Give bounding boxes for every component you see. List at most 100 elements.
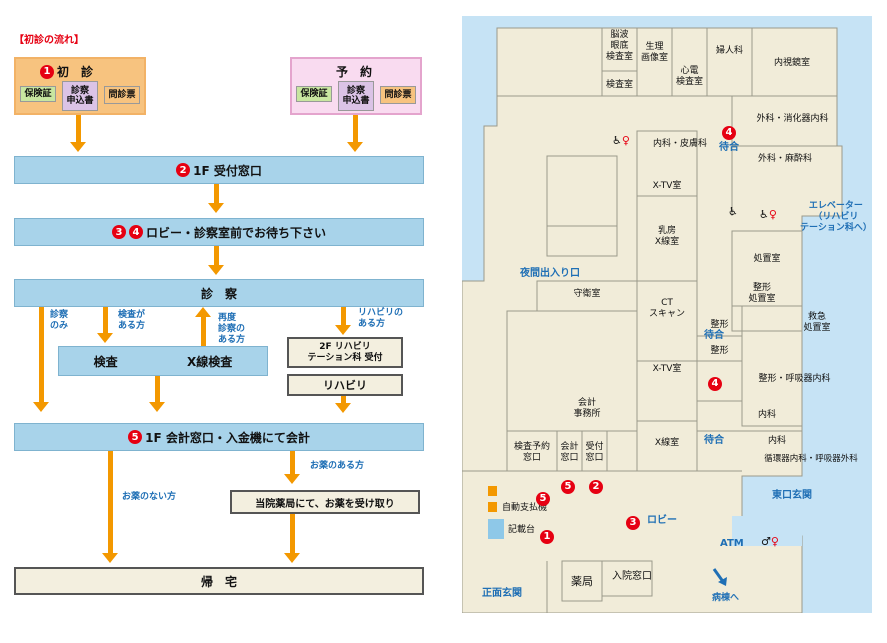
rehab-box: リハビリ [287,374,403,396]
flow-chart: 【初診の流れ】 1 初 診 保険証 診察 申込書 問診票 予 約 保険証 診察 … [0,0,440,643]
arrow-down-icon [347,142,363,152]
main-entrance-label: 正面玄関 [482,588,522,599]
test-label: 検査 [93,354,118,369]
doc-application-form: 診察 申込書 [62,81,98,111]
restroom-icon: ♿♀ [759,208,777,221]
wheelchair-icon: ♿ [728,205,738,218]
test-box: 検査 X線検査 [58,346,268,376]
branch-with-test: 検査が ある方 [118,310,146,331]
home-bar: 帰 宅 [14,567,424,595]
room-emergency: 救急 処置室 [803,312,831,333]
room-internal1: 内科 [757,410,776,420]
reservation-box: 予 約 保険証 診察 申込書 問診票 [290,57,422,115]
map-number-4b: 4 [708,376,722,391]
restroom-icon: ♿♀ [612,134,630,147]
room-surgery-anes: 外科・麻酔科 [757,154,812,164]
room-exam: 検査室 [605,80,633,90]
waiting-area-3: 待合 [704,435,724,446]
room-exam-reservation: 検査予約 窓口 [513,442,550,463]
arrow-down-icon [284,474,300,484]
room-cardio-resp: 循環器内科・呼吸器外科 [764,454,858,464]
arrow-down-icon [208,265,224,275]
room-internal2: 内科 [767,436,786,446]
step-number-5: 5 [128,430,143,444]
arrow-up-icon [195,307,211,317]
map-number-2: 2 [589,479,603,494]
room-gyn: 婦人科 [715,46,743,56]
room-reception: 受付 窓口 [585,442,604,463]
arrow-down-icon [208,203,224,213]
first-visit-label: 初 診 [57,65,94,79]
arrow-down-icon [70,142,86,152]
room-accounting: 会計 事務所 [573,398,601,419]
arrow-down-icon [102,553,118,563]
room-physio: 生理 画像室 [640,42,668,63]
room-ortho-treat: 整形 処置室 [748,283,776,304]
room-brainwave: 脳波 眼底 検査室 [605,30,633,62]
step-number-1: 1 [40,64,54,79]
arrow-down-icon [335,325,351,335]
room-surgery-gi: 外科・消化器内科 [756,114,829,124]
with-medicine-label: お薬のある方 [310,461,365,471]
step-number-4: 4 [128,225,143,239]
map-number-1: 1 [540,529,554,544]
branch-reexam: 再度 診察の ある方 [218,313,246,345]
elevator-label: エレベーター （リハビリ テーション科へ） [800,201,872,233]
room-endoscope: 内視鏡室 [773,58,810,68]
step2-label: 1F 受付窓口 [193,163,262,178]
room-xtv2: X-TV室 [652,364,682,374]
arrow-down-icon [97,333,113,343]
doc-questionnaire: 問診票 [380,86,416,104]
branch-rehab: リハビリの ある方 [358,308,404,329]
arrow-down-icon [33,402,49,412]
step-number-3: 3 [111,225,126,239]
first-visit-box: 1 初 診 保険証 診察 申込書 問診票 [14,57,146,115]
map-number-3: 3 [626,515,640,530]
writing-desk-label: 記載台 [508,525,536,535]
lobby-label: ロビー [647,515,677,526]
doc-insurance-card: 保険証 [20,86,56,102]
arrow-down-icon [149,402,165,412]
atm-label: ATM [720,538,744,549]
doc-insurance-card: 保険証 [296,86,332,102]
to-ward-label: 病棟へ [712,593,740,603]
room-ortho1: 整形 [710,320,729,330]
step5-label: 1F 会計窓口・入金機にて会計 [145,430,310,445]
map-number-5b: 5 [561,479,575,494]
no-medicine-label: お薬のない方 [122,492,177,502]
night-entrance-label: 夜間出入り口 [520,268,580,279]
room-xtv1: X-TV室 [652,181,682,191]
room-ecg: 心電 検査室 [675,66,703,87]
doc-application-form: 診察 申込書 [338,81,374,111]
rehab-reception-box: 2F リハビリ テーション科 受付 [287,337,403,368]
room-mammo: 乳房 X線室 [654,226,680,247]
exam-bar: 診 察 [14,279,424,307]
map-number-4a: 4 [722,125,736,140]
map-number-5a: 5 [536,491,550,506]
xray-test-label: X線検査 [187,354,233,369]
step34-label: ロビー・診察室前でお待ち下さい [145,225,326,240]
step5-payment-bar: 5 1F 会計窓口・入金機にて会計 [14,423,424,451]
arrow-down-icon [284,553,300,563]
room-ortho2: 整形 [710,346,729,356]
flow-title: 【初診の流れ】 [14,35,84,46]
branch-exam-only: 診察 のみ [50,310,69,331]
auto-pay-label: 自動支払機 [502,503,548,513]
east-entrance-label: 東口玄関 [772,490,812,501]
room-treatment: 処置室 [753,254,781,264]
room-ct: CT スキャン [648,298,685,319]
step-number-2: 2 [176,163,191,177]
room-admission: 入院窓口 [612,571,652,582]
room-cashier: 会計 窓口 [560,442,579,463]
room-guard: 守衛室 [573,289,601,299]
step2-reception-bar: 2 1F 受付窓口 [14,156,424,184]
waiting-area-2: 待合 [704,330,724,341]
step34-waiting-bar: 3 4 ロビー・診察室前でお待ち下さい [14,218,424,246]
restroom-icon: ♂♀ [761,535,779,548]
reservation-label: 予 約 [336,65,373,79]
room-internal-derm: 内科・皮膚科 [652,139,707,149]
room-ortho-resp: 整形・呼吸器内科 [758,374,831,384]
room-pharmacy: 薬局 [571,575,593,588]
pharmacy-box: 当院薬局にて、お薬を受け取り [230,490,420,514]
doc-questionnaire: 問診票 [104,86,140,104]
